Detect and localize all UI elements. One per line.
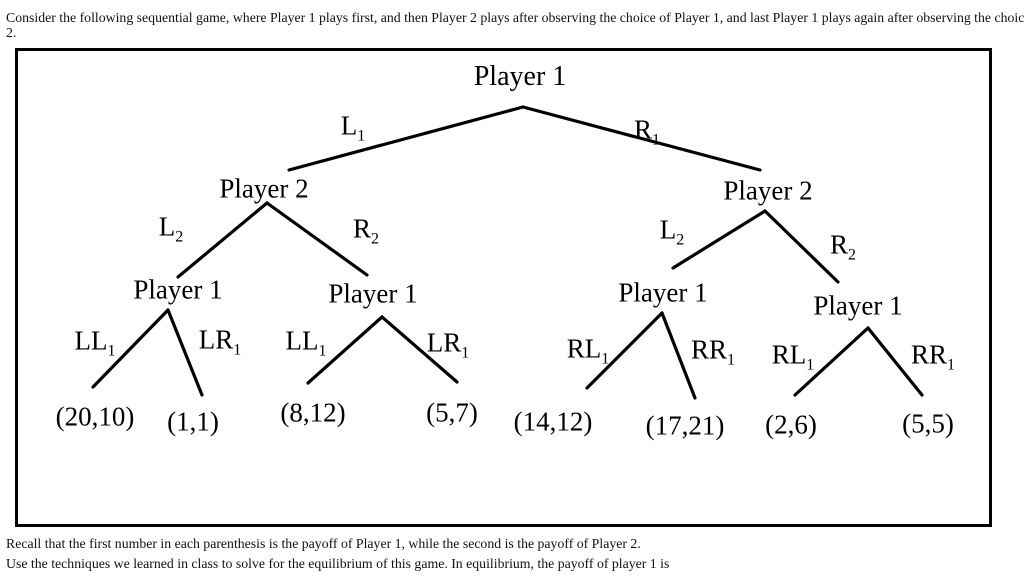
edge-label-RL1-right: RL1	[771, 339, 815, 373]
node-player1-right-right: Player 1	[813, 290, 903, 321]
edge-label-LL1-mid: LL1	[285, 325, 327, 359]
edge-label-LR1-mid: LR1	[426, 327, 470, 361]
node-player1-right-left: Player 1	[618, 277, 708, 308]
edge-label-base: LR	[426, 327, 462, 358]
payoff-14-12: (14,12)	[513, 406, 593, 437]
edge-label-L2-right: L2	[659, 214, 685, 248]
payoff-5-5: (5,5)	[902, 408, 954, 439]
edge-label-base: R	[352, 213, 372, 244]
payoff-5-7: (5,7)	[426, 397, 478, 428]
edge-label-sub: 2	[175, 228, 184, 246]
intro-text-line1: Consider the following sequential game, …	[6, 10, 1024, 25]
edge-label-base: L	[659, 214, 677, 245]
edge-label-sub: 1	[727, 351, 736, 369]
edge-label-RR1-mid: RR1	[690, 334, 735, 368]
edge-label-base: RL	[771, 339, 807, 370]
node-player2-left: Player 2	[219, 173, 309, 204]
edge-label-L1: L1	[340, 110, 366, 144]
edge-label-R2-left: R2	[352, 213, 379, 247]
edge-label-sub: 2	[848, 246, 857, 264]
edge-label-base: LL	[74, 325, 108, 356]
edge-label-base: LL	[285, 325, 319, 356]
footer-text-line2: Use the techniques we learned in class t…	[6, 556, 670, 571]
edge-label-L2-left: L2	[158, 211, 184, 245]
edge-label-R2-right: R2	[829, 229, 856, 263]
edge-label-base: RR	[690, 334, 728, 365]
intro-text-line2: 2.	[6, 25, 17, 40]
edge-label-sub: 1	[107, 342, 116, 360]
edge-label-base: R	[829, 229, 849, 260]
edge-label-RR1-right: RR1	[910, 339, 955, 373]
node-player1-left-left: Player 1	[133, 274, 223, 305]
edge-label-base: RL	[566, 333, 602, 364]
node-player1-left-right: Player 1	[328, 278, 418, 309]
edge-label-base: RR	[910, 339, 948, 370]
edge-label-sub: 1	[806, 356, 815, 374]
edge-label-RL1-mid: RL1	[566, 333, 610, 367]
edge-label-LR1-left: LR1	[198, 324, 242, 358]
edge-label-base: R	[633, 114, 653, 145]
node-player2-right: Player 2	[723, 175, 813, 206]
payoff-2-6: (2,6)	[765, 409, 817, 440]
edge-label-base: L	[158, 211, 176, 242]
edge-label-sub: 1	[461, 344, 470, 362]
node-root-player1: Player 1	[473, 61, 567, 92]
payoff-20-10: (20,10)	[55, 401, 135, 432]
edge-label-sub: 1	[357, 127, 366, 145]
edge-label-sub: 1	[233, 341, 242, 359]
edge-label-sub: 1	[601, 350, 610, 368]
payoff-8-12: (8,12)	[280, 397, 346, 428]
footer-text-line1: Recall that the first number in each par…	[6, 536, 641, 551]
edge-label-sub: 1	[318, 342, 327, 360]
edge-label-base: LR	[198, 324, 234, 355]
edge-label-LL1-left: LL1	[74, 325, 116, 359]
edge-label-sub: 2	[371, 230, 380, 248]
payoff-17-21: (17,21)	[645, 410, 725, 441]
edge-label-R1: R1	[633, 114, 660, 148]
payoff-1-1: (1,1)	[167, 406, 219, 437]
edge-label-sub: 1	[652, 131, 661, 149]
edge-label-sub: 1	[947, 356, 956, 374]
edge-label-sub: 2	[676, 231, 685, 249]
edge-label-base: L	[340, 110, 358, 141]
